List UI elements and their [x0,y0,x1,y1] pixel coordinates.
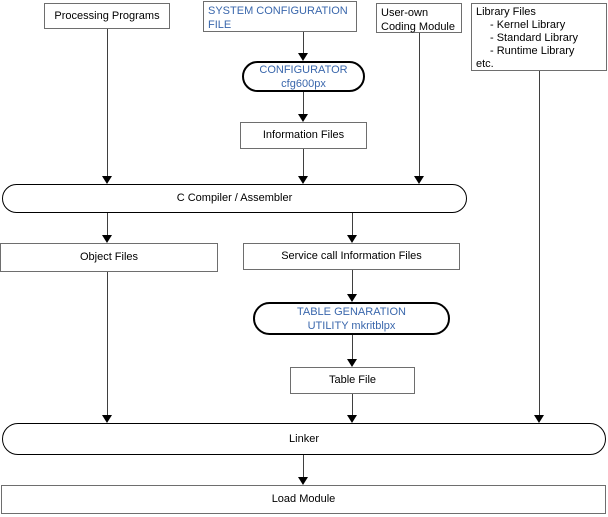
arrowhead-information-files-to-compiler [298,176,308,184]
arrowhead-table-generation-to-table-file [347,359,357,367]
connector-system-config-to-configurator [303,32,304,53]
load-module-label: Load Module [271,493,336,505]
arrowhead-compiler-to-object-files [102,235,112,243]
library-files-item-standard: - Standard Library [490,32,579,44]
connector-object-files-to-linker [107,272,108,415]
user-own-coding-module-box: User-own Coding Module [376,3,462,33]
user-own-coding-module-line2: Coding Module [381,21,455,33]
connector-table-file-to-linker [352,394,353,415]
c-compiler-assembler-box: C Compiler / Assembler [2,184,467,213]
user-own-coding-module-line1: User-own [381,7,429,19]
library-files-footer: etc. [476,58,494,70]
connector-service-call-to-table-generation [352,270,353,294]
table-file-box: Table File [290,367,415,394]
library-files-box: Library Files - Kernel Library - Standar… [471,3,607,71]
table-generation-utility-line2: UTILITY mkritblpx [307,319,396,332]
configurator-line1: CONFIGURATOR [259,63,348,76]
configurator-box: CONFIGURATOR cfg600px [242,61,365,92]
connector-linker-to-load-module [303,455,304,477]
arrowhead-system-config-to-configurator [298,53,308,61]
linker-label: Linker [289,432,319,445]
arrowhead-table-file-to-linker [347,415,357,423]
arrowhead-object-files-to-linker [102,415,112,423]
connector-user-own-to-compiler [419,33,420,176]
arrowhead-linker-to-load-module [298,477,308,485]
service-call-information-files-label: Service call Information Files [281,250,422,262]
arrowhead-compiler-to-service-call [347,235,357,243]
information-files-label: Information Files [262,129,345,141]
connector-table-generation-to-table-file [352,335,353,359]
library-files-title: Library Files [476,6,536,18]
linker-box: Linker [2,423,606,455]
arrowhead-configurator-to-information-files [298,114,308,122]
connector-compiler-to-service-call [352,213,353,235]
processing-programs-label: Processing Programs [54,9,160,22]
arrowhead-processing-programs-to-compiler [102,176,112,184]
arrowhead-library-files-to-linker [534,415,544,423]
service-call-information-files-box: Service call Information Files [243,243,460,270]
table-generation-utility-line1: TABLE GENARATION [296,305,406,318]
connector-information-files-to-compiler [303,149,304,176]
load-module-box: Load Module [1,485,606,514]
arrowhead-user-own-to-compiler [414,176,424,184]
connector-library-files-to-linker [539,71,540,415]
arrowhead-service-call-to-table-generation [347,294,357,302]
processing-programs-box: Processing Programs [44,3,170,29]
table-file-label: Table File [328,374,377,386]
connector-processing-programs-to-compiler [107,29,108,176]
connector-configurator-to-information-files [303,92,304,114]
c-compiler-assembler-label: C Compiler / Assembler [176,192,293,204]
system-configuration-file-line2: FILE [208,19,232,31]
connector-compiler-to-object-files [107,213,108,235]
system-configuration-file-line1: SYSTEM CONFIGURATION [208,5,348,17]
system-configuration-file-box: SYSTEM CONFIGURATION FILE [203,1,357,32]
information-files-box: Information Files [240,122,367,149]
configurator-line2: cfg600px [281,77,326,90]
table-generation-utility-box: TABLE GENARATION UTILITY mkritblpx [253,302,450,335]
library-files-item-kernel: - Kernel Library [490,19,566,31]
object-files-label: Object Files [79,251,139,263]
library-files-item-runtime: - Runtime Library [490,45,575,57]
object-files-box: Object Files [0,243,218,272]
